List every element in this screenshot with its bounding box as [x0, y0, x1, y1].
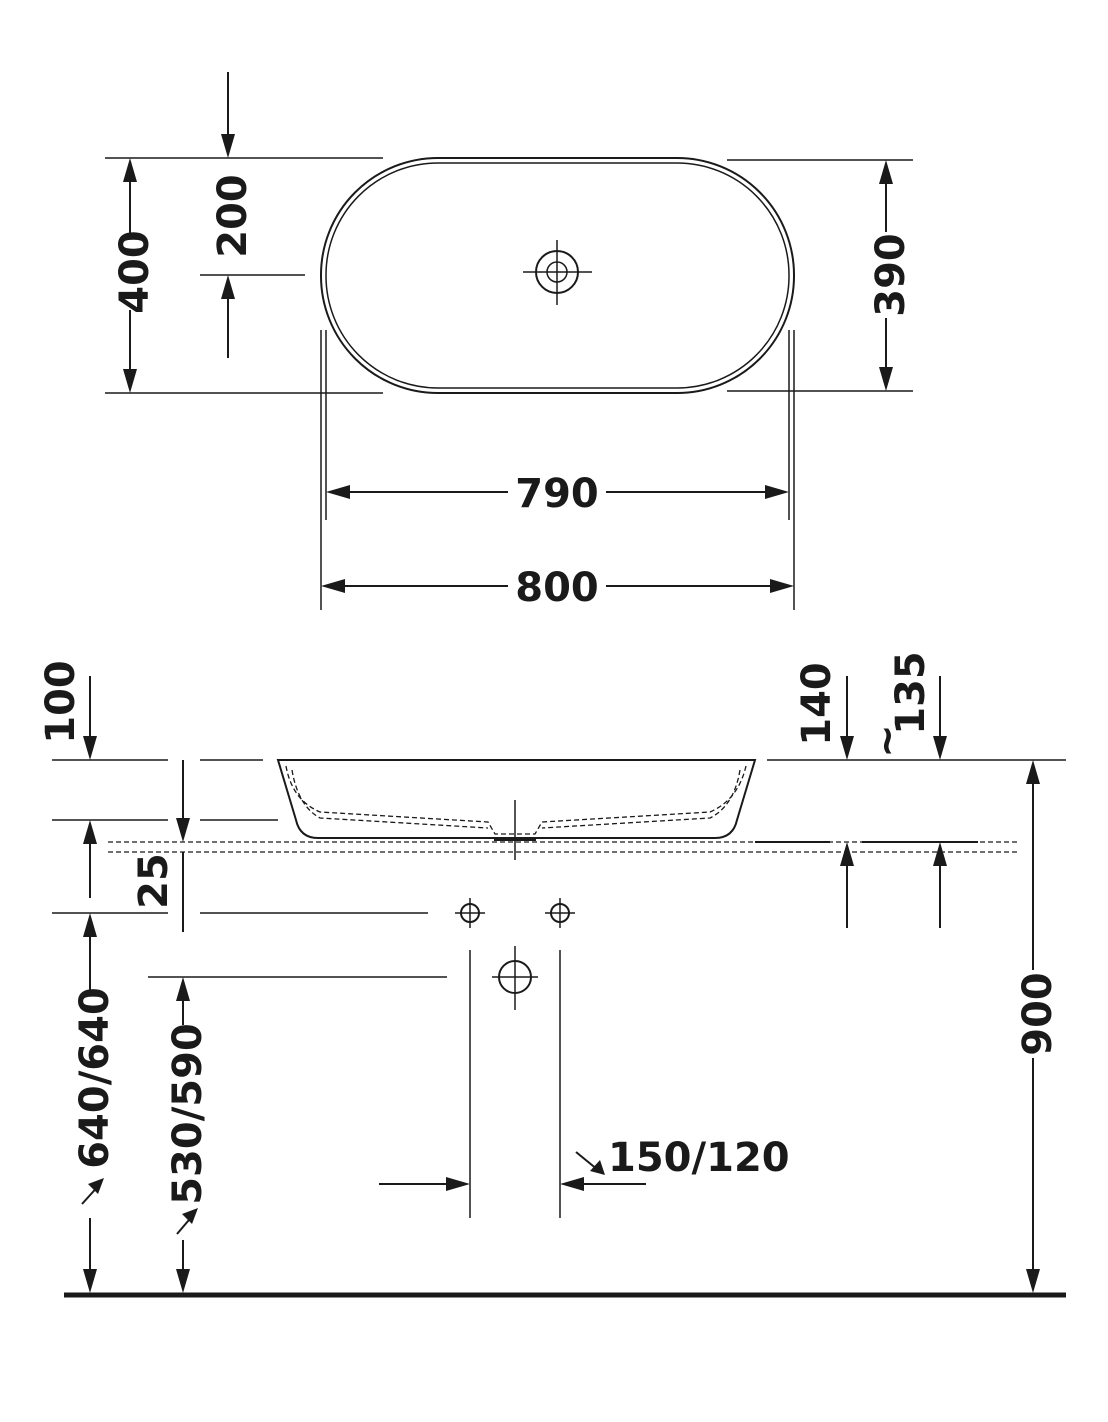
dim-100: 100	[38, 660, 97, 898]
basin-inner-profile	[285, 765, 747, 835]
supply-valve-right	[545, 898, 575, 928]
label-900: 900	[1015, 972, 1061, 1056]
dim-800: 800	[321, 565, 794, 611]
label-530: 530/590	[165, 1023, 211, 1205]
dim-900: 900	[1015, 760, 1061, 1293]
front-view: 100 140 ~ 135 25	[38, 651, 1066, 1298]
basin-outline-top	[320, 157, 795, 394]
label-150: 150/120	[608, 1135, 790, 1181]
dim-790: 790	[326, 471, 789, 517]
label-640: 640/640	[72, 987, 118, 1169]
dim-640: 640/640	[72, 913, 118, 1293]
label-140: 140	[794, 662, 840, 746]
label-390: 390	[868, 233, 914, 317]
dim-530: 530/590	[165, 977, 211, 1293]
label-25: 25	[131, 853, 177, 909]
dim-135: ~ 135	[864, 651, 947, 928]
dim-150: 150/120	[379, 1135, 790, 1191]
dim-25: 25	[131, 760, 190, 932]
label-approx: ~	[864, 724, 910, 758]
dim-400: 400	[112, 158, 158, 393]
supply-valve-left	[455, 898, 485, 928]
basin-profile	[276, 759, 757, 839]
label-100: 100	[38, 660, 84, 744]
label-400: 400	[112, 230, 158, 314]
dim-140: 140	[794, 662, 854, 928]
dim-200: 200	[210, 72, 256, 358]
label-800: 800	[515, 565, 599, 611]
basin-inner-outline-top	[325, 162, 790, 389]
drain-symbol	[523, 240, 592, 305]
top-view: 400 200 390 790	[105, 72, 914, 611]
dim-390: 390	[868, 160, 914, 391]
label-200: 200	[210, 174, 256, 258]
label-790: 790	[515, 471, 599, 517]
label-135: 135	[888, 651, 934, 735]
waste-outlet	[492, 946, 538, 1010]
